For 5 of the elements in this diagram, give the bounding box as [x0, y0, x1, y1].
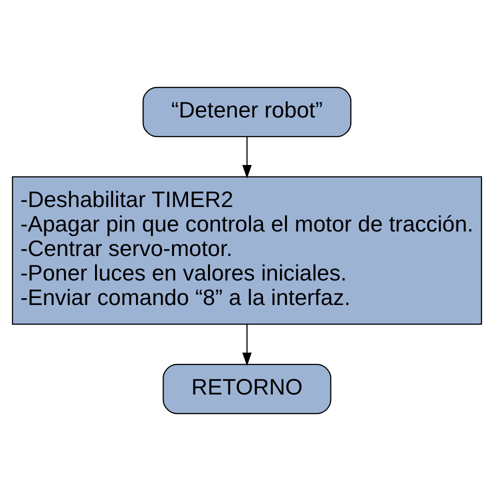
arrow — [242, 136, 252, 178]
node-box: “Detener robot” — [142, 86, 352, 137]
node-box: -Deshabilitar TIMER2 -Apagar pin que controla el motor de tracción. -Centrar servo-motor. -Poner luces en valores iniciales. -Enviar comando “8” a la interfaz. — [12, 176, 482, 324]
node-box: RETORNO — [162, 363, 332, 414]
arrow — [242, 324, 252, 366]
